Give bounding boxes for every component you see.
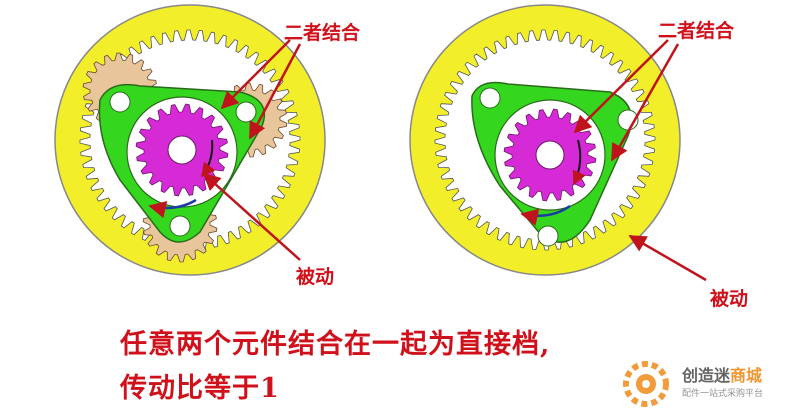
pointer-arrow bbox=[628, 234, 707, 282]
rotation-arrow bbox=[148, 198, 197, 219]
sun-gear-bore bbox=[535, 140, 565, 170]
label-driven-left: 被动 bbox=[296, 266, 335, 288]
caption-line-2: 传动比等于1 bbox=[120, 373, 280, 404]
watermark-brand-highlight: 商城 bbox=[730, 366, 763, 385]
label-driven-right: 被动 bbox=[710, 288, 749, 310]
pointer-arrow bbox=[610, 43, 680, 162]
watermark: 创造迷商城 配件一站式采购平台 bbox=[612, 356, 800, 415]
carrier-pin-hole bbox=[169, 215, 191, 237]
pointer-arrow bbox=[202, 172, 301, 261]
rotation-arrow bbox=[572, 139, 586, 186]
watermark-slogan: 配件一站式采购平台 bbox=[682, 389, 764, 399]
carrier-pin-hole bbox=[537, 225, 559, 247]
caption-line-1: 任意两个元件结合在一起为直接档, bbox=[120, 329, 551, 360]
watermark-url: haibucuo.com bbox=[700, 246, 771, 257]
rotation-arrow bbox=[520, 204, 571, 226]
watermark-brand: 创造迷商城 bbox=[682, 362, 762, 386]
sun-gear-bore bbox=[167, 135, 197, 165]
carrier-pin-hole bbox=[479, 87, 501, 109]
pointer-arrow bbox=[220, 39, 291, 110]
left-gearset bbox=[54, 4, 326, 276]
watermark-gear-icon bbox=[623, 361, 669, 407]
pointer-arrow bbox=[573, 39, 669, 134]
watermark-brand-prefix: 创造迷 bbox=[682, 366, 731, 385]
pointer-arrow bbox=[248, 43, 302, 140]
carrier-pin-hole bbox=[235, 101, 257, 123]
right-gearset bbox=[409, 4, 707, 282]
carrier-pin-hole bbox=[109, 91, 131, 113]
label-combine-right: 二者结合 bbox=[658, 20, 735, 42]
label-combine-left: 二者结合 bbox=[284, 22, 361, 44]
